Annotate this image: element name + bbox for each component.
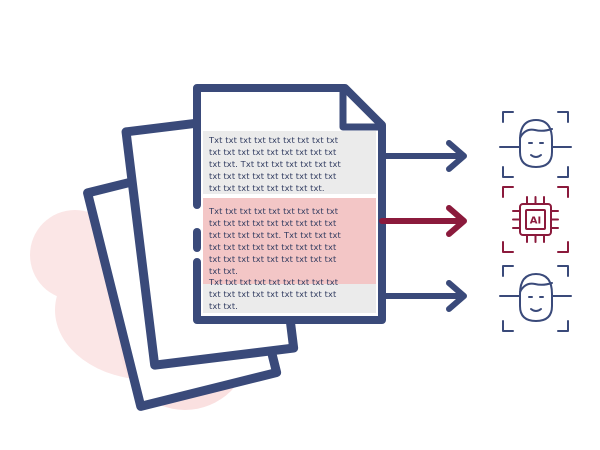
face-scan-icon	[499, 111, 572, 178]
face-scan-icon	[499, 265, 572, 332]
highlight-gray-bottom	[203, 284, 376, 313]
arrow-to-ai-chip	[379, 205, 467, 237]
text-block-highlighted: Txt txt txt txt txt txt txt txt txt txt …	[209, 206, 341, 276]
arrow-to-top-face	[379, 140, 467, 172]
front-document	[193, 84, 386, 324]
highlight-gray-top	[203, 131, 376, 194]
text-block-bottom: Txt txt txt txt txt txt txt txt txt txt …	[209, 277, 339, 311]
arrow-to-bottom-face	[379, 280, 467, 312]
text-block-top: Txt txt txt txt txt txt txt txt txt txt …	[209, 135, 341, 193]
ai-chip-icon: AI	[502, 186, 569, 253]
ai-chip-label: AI	[530, 216, 541, 227]
highlight-pink	[203, 198, 376, 284]
